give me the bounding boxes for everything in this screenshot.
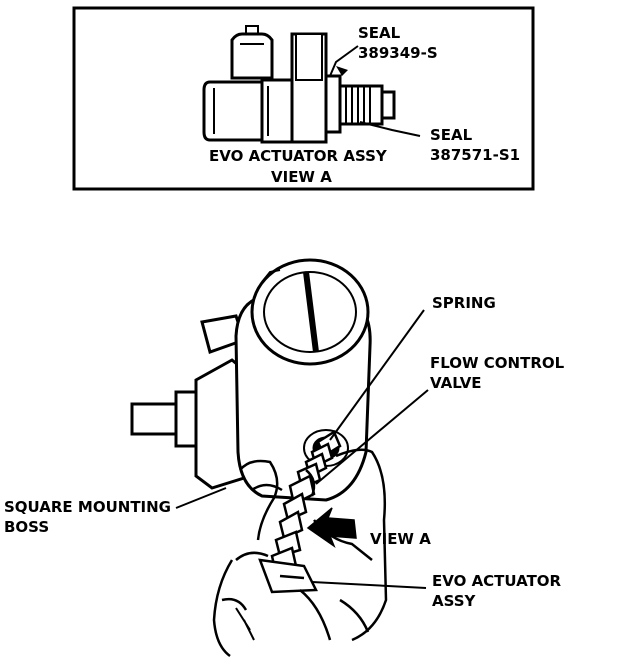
inset-frame	[72, 6, 535, 191]
square-mounting-boss-leader	[175, 487, 227, 509]
view-a-arrow	[306, 507, 357, 549]
seal-top-label-2: 389349-S	[358, 44, 438, 62]
main-leader-lines	[175, 309, 429, 589]
square-mounting-boss-label-1: SQUARE MOUNTING	[4, 498, 171, 516]
square-mounting-boss-label-2: BOSS	[4, 518, 49, 536]
seal-top-arrowhead	[336, 66, 348, 76]
flow-control-valve-label-1: FLOW CONTROL	[430, 354, 565, 372]
seal-bottom-label-2: 387571-S1	[430, 146, 520, 164]
view-a-inset-label: VIEW A	[271, 168, 332, 186]
spring-leader	[329, 309, 425, 441]
inset-view-a: SEAL 389349-S SEAL 387571-S1 EVO ACTUATO…	[72, 6, 535, 191]
flow-control-valve-label-2: VALVE	[430, 374, 482, 392]
evo-actuator-assy-main-label-2: ASSY	[432, 592, 477, 610]
seal-bottom-leader	[359, 121, 421, 137]
valve-spring-actuator-assembly	[258, 430, 342, 594]
view-a-main-label: VIEW A	[370, 530, 431, 548]
evo-actuator-assy-label: EVO ACTUATOR ASSY	[209, 147, 388, 165]
flow-control-valve-leader	[315, 389, 429, 485]
evo-actuator-assy-main-label-1: EVO ACTUATOR	[432, 572, 562, 590]
seal-top-leader	[329, 45, 359, 77]
evo-actuator-assy-leader	[311, 581, 427, 589]
seal-bottom-label-1: SEAL	[430, 126, 473, 144]
evo-actuator-inset-drawing	[202, 25, 396, 144]
power-steering-pump-drawing	[130, 258, 372, 502]
seal-top-label-1: SEAL	[358, 24, 401, 42]
spring-label: SPRING	[432, 294, 496, 312]
